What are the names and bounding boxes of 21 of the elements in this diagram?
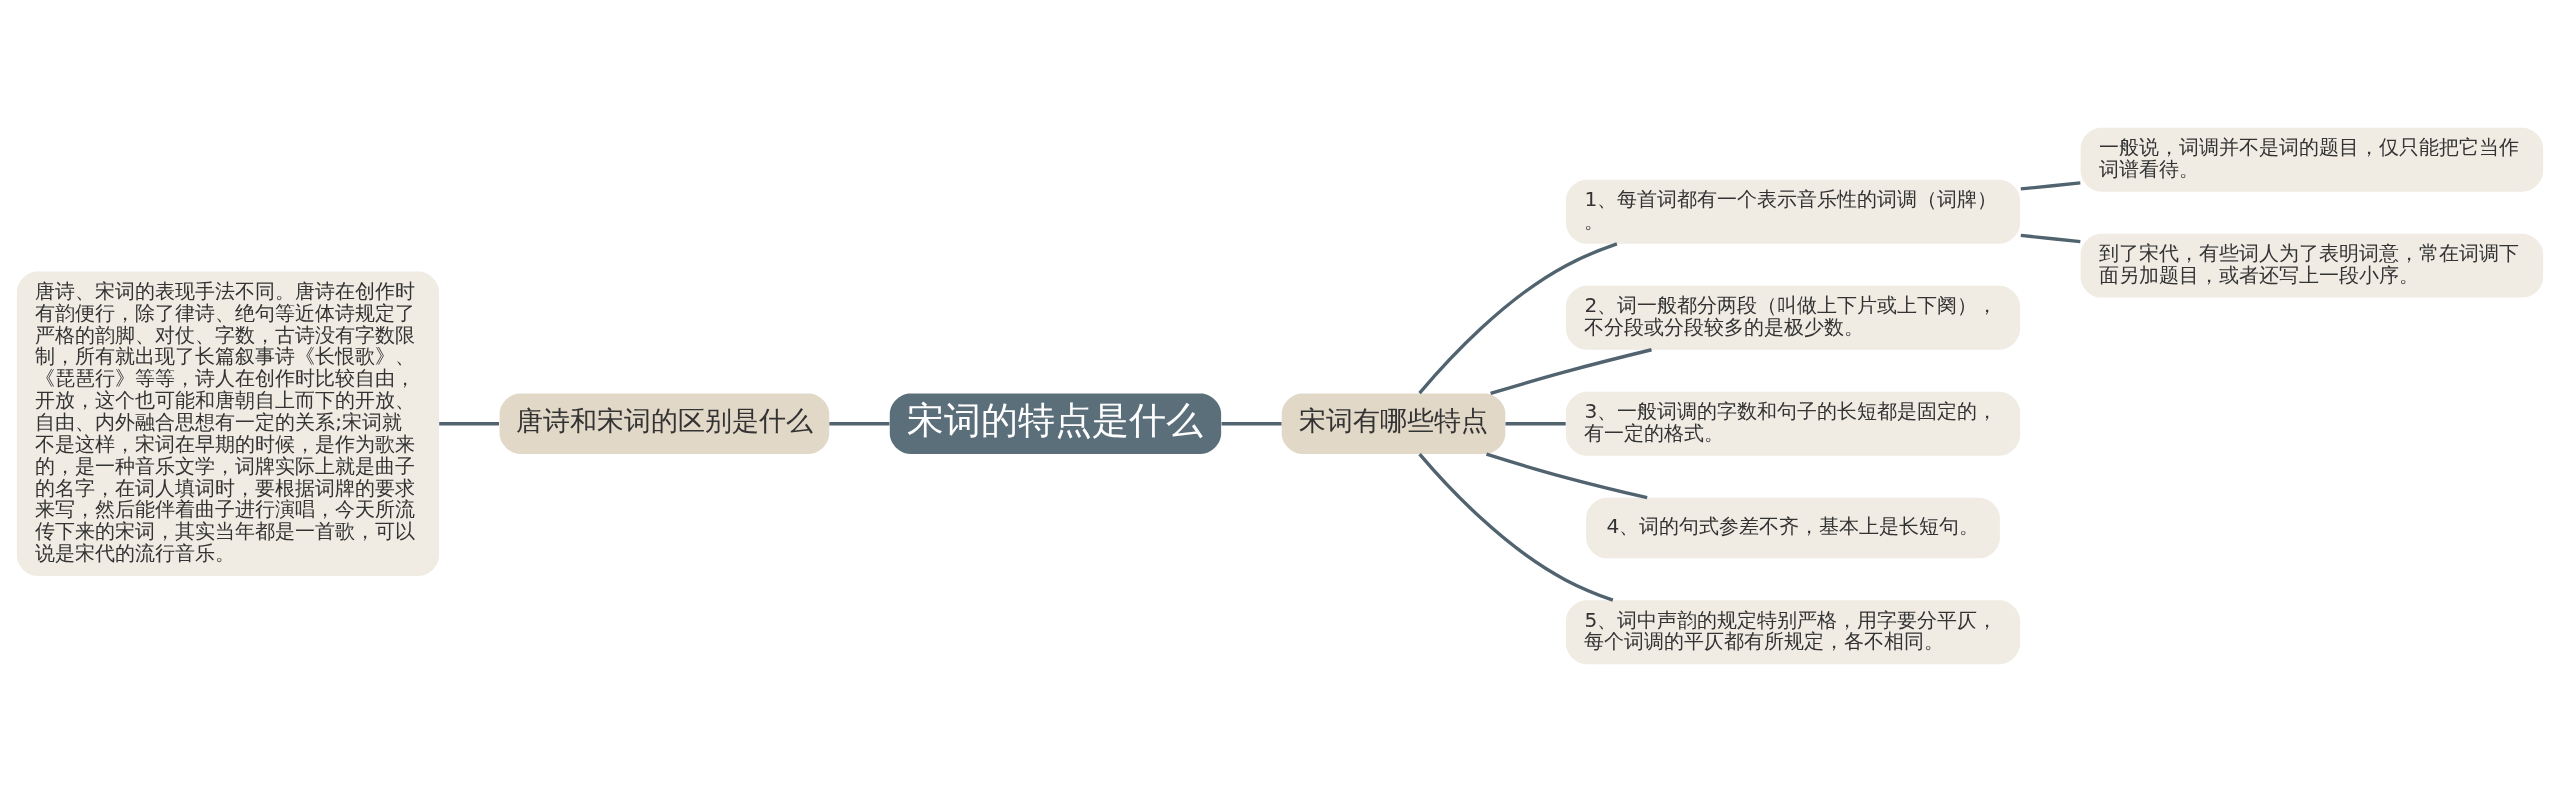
connector <box>829 421 890 425</box>
connector <box>1505 421 1566 425</box>
node-box: 唐诗、宋词的表现手法不同。唐诗在创作时有韵便行，除了律诗、绝句等近体诗规定了严格的韵脚、对仗、字数，古诗没有字数限制，所有就出现了长篇叙事诗《长恨歌》、《琵琶行》等等，诗人在创作时比较自由，开放，这个也可能和唐朝自上而下的开放、自由、内外融合思想有一定的关系;宋词就不是这样，宋词在早期的时候，是作为歌来的，是一种音乐文学，词牌实际上就是曲子的名字，在词人填词时，要根据词牌的要求来写，然后能伴着曲子进行演唱，今天所流传下来的宋词，其实当年都是一首歌，可以说是宋代的流行音乐。 <box>16 271 439 576</box>
node-box: 5、词中声韵的规定特别严格，用字要分平仄，每个词调的平仄都有所规定，各不相同。 <box>1565 599 2021 664</box>
node-box: 4、词的句式参差不齐，基本上是长短句。 <box>1586 497 2000 558</box>
node-box: 一般说，词调并不是词的题目，仅只能把它当作词谱看待。 <box>2080 127 2544 192</box>
connector <box>1418 452 1614 602</box>
connector <box>2020 233 2081 243</box>
node-box: 到了宋代，有些词人为了表明词意，常在词调下面另加题目，或者还写上一段小序。 <box>2080 233 2544 298</box>
connector <box>1490 347 1652 395</box>
node-box: 宋词的特点是什么 <box>889 393 1222 454</box>
node-box: 1、每首词都有一个表示音乐性的词调（词牌）。 <box>1565 179 2021 244</box>
node-box: 宋词有哪些特点 <box>1281 393 1506 454</box>
connector <box>439 421 499 425</box>
node-box: 唐诗和宋词的区别是什么 <box>499 393 830 454</box>
connector <box>1418 241 1618 394</box>
connector <box>1221 421 1282 425</box>
connector <box>1486 452 1648 499</box>
node-box: 2、词一般都分两段（叫做上下片或上下阕），不分段或分段较多的是极少数。 <box>1565 285 2021 350</box>
connector <box>2020 180 2081 191</box>
node-box: 3、一般词调的字数和句子的长短都是固定的，有一定的格式。 <box>1565 391 2021 456</box>
